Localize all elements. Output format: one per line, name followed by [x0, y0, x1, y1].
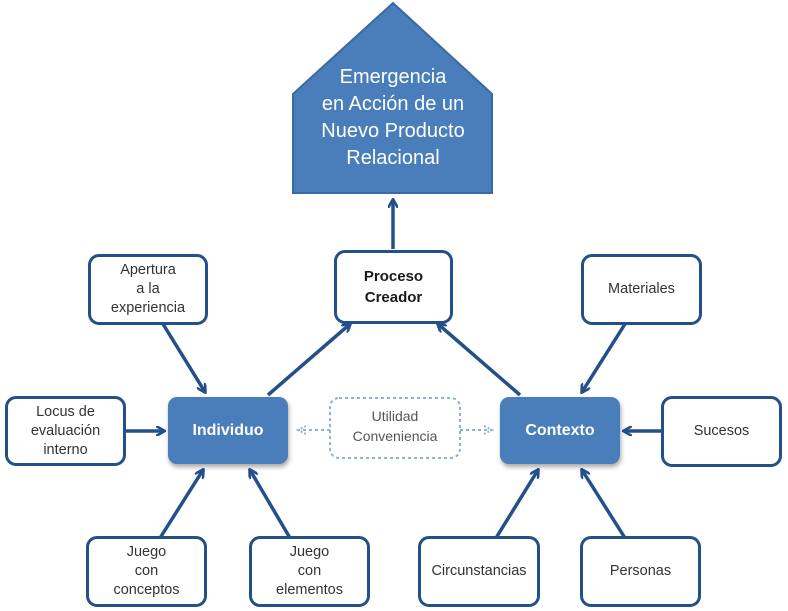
- juego-conceptos-box: Juego con conceptos: [86, 536, 207, 607]
- personas-box: Personas: [580, 536, 701, 607]
- individuo-box: Individuo: [168, 397, 288, 464]
- house-shape: [292, 1, 493, 194]
- house-title-line-2: en Acción de un: [321, 93, 465, 115]
- materiales-label: Materiales: [608, 281, 675, 297]
- juego-conceptos-line-3: conceptos: [113, 582, 180, 598]
- juego-elementos-line-1: Juego: [289, 544, 330, 560]
- locus-line-2: evaluación: [30, 422, 101, 439]
- juego-conceptos-line-2: con: [134, 563, 159, 579]
- center-text: Utilidad Conveniencia: [330, 406, 460, 446]
- arrow-materiales-to-contexto: [582, 323, 627, 392]
- juego-elementos-box: Juego con elementos: [249, 536, 370, 607]
- arrow-circunstancias-to-contexto: [494, 470, 538, 539]
- proceso-creador-box: Proceso Creador: [334, 250, 453, 324]
- center-line-1: Utilidad: [371, 408, 419, 424]
- apertura-line-3: experiencia: [110, 300, 186, 316]
- house-title-line-1: Emergencia: [339, 66, 447, 88]
- arrow-conceptos-to-individuo: [158, 470, 203, 539]
- juego-elementos-line-2: con: [297, 563, 322, 579]
- apertura-line-2: a la: [136, 281, 160, 297]
- apertura-line-1: Apertura: [120, 262, 176, 278]
- arrow-individuo-to-proceso: [266, 324, 350, 397]
- arrow-contexto-to-proceso: [438, 324, 522, 397]
- proceso-line-1: Proceso: [363, 268, 424, 285]
- house-title: Emergencia en Acción de un Nuevo Product…: [293, 64, 493, 172]
- proceso-line-2: Creador: [364, 289, 423, 306]
- juego-conceptos-line-1: Juego: [126, 544, 167, 560]
- arrow-personas-to-contexto: [582, 470, 627, 539]
- locus-line-3: interno: [43, 441, 88, 458]
- circunstancias-box: Circunstancias: [418, 536, 540, 607]
- contexto-label: Contexto: [525, 421, 595, 439]
- materiales-box: Materiales: [581, 254, 702, 325]
- house-title-line-4: Relacional: [346, 147, 440, 169]
- apertura-box: Apertura a la experiencia: [88, 254, 208, 325]
- sucesos-box: Sucesos: [661, 396, 782, 467]
- center-dotted-box: [329, 397, 461, 459]
- contexto-box: Contexto: [500, 397, 620, 464]
- sucesos-label: Sucesos: [693, 423, 750, 439]
- locus-box: Locus de evaluación interno: [5, 396, 126, 466]
- juego-elementos-line-3: elementos: [276, 582, 343, 598]
- arrow-elementos-to-individuo: [250, 470, 292, 539]
- locus-line-1: Locus de: [36, 403, 95, 420]
- circunstancias-label: Circunstancias: [431, 563, 527, 579]
- center-line-2: Conveniencia: [352, 428, 438, 444]
- house-title-line-3: Nuevo Producto: [321, 120, 465, 142]
- arrow-apertura-to-individuo: [161, 323, 205, 392]
- personas-label: Personas: [609, 563, 672, 579]
- individuo-label: Individuo: [192, 421, 264, 439]
